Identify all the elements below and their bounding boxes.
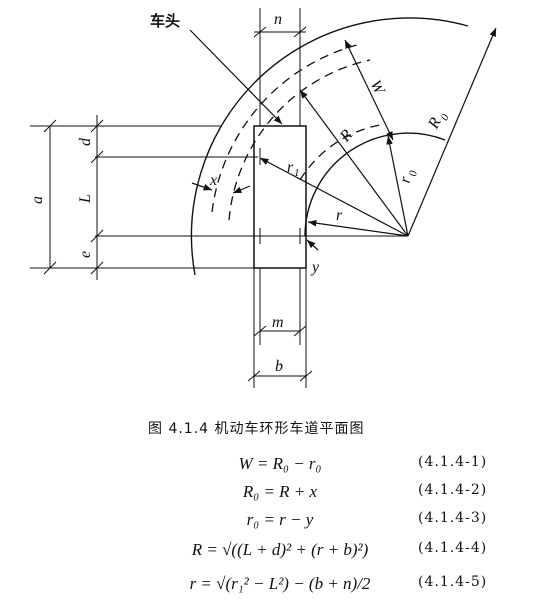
equation-2: R₀ = R + x [242,482,318,501]
dashed-arc-r1 [299,124,381,181]
equation-number-4: (4.1.4-4) [418,540,488,556]
label-m: m [272,314,284,331]
label-a: a [29,196,46,204]
equation-1: W = R₀ − r₀ [238,454,322,473]
equation-row: R₀ = R + x (4.1.4-2) [0,482,545,512]
label-r1: r [287,159,294,176]
equation-row: R = √((L + d)² + (r + b)²) (4.1.4-4) [0,540,545,570]
label-r0: r [397,175,415,185]
equation-row: W = R₀ − r₀ (4.1.4-1) [0,454,545,484]
label-r0-sub: 0 [407,169,420,177]
dashed-arc-outer [211,43,362,213]
label-r: r [336,207,343,224]
label-x: x [209,172,217,189]
label-L: L [77,194,94,204]
label-d: d [77,137,94,146]
label-car-head: 车头 [150,12,180,30]
equation-3: r₀ = r − y [246,510,314,529]
label-y: y [310,259,320,276]
label-b: b [275,358,283,375]
equation-number-2: (4.1.4-2) [418,482,488,498]
equation-number-3: (4.1.4-3) [418,510,488,526]
equation-5: r = √(r₁² − L²) − (b + n)/2 [189,574,371,593]
label-W: W [366,77,388,98]
outer-lane-arc [190,17,469,276]
label-e: e [77,251,94,258]
label-R0-sub: 0 [439,112,452,123]
lane-plan-diagram: 车头 n W R 0 R r 0 r 1 r x y a d L e m b [29,8,497,388]
inner-lane-arc [304,132,446,237]
equation-4: R = √((L + d)² + (r + b)²) [191,540,369,559]
equation-number-1: (4.1.4-1) [418,454,488,470]
figure-caption: 图 4.1.4 机动车环形车道平面图 [148,421,365,437]
equation-number-5: (4.1.4-5) [418,574,488,590]
equation-row: r₀ = r − y (4.1.4-3) [0,510,545,540]
label-n: n [274,11,282,28]
vehicle-rect [253,125,307,269]
equation-row: r = √(r₁² − L²) − (b + n)/2 (4.1.4-5) [0,574,545,604]
label-r1-sub: 1 [294,167,300,179]
